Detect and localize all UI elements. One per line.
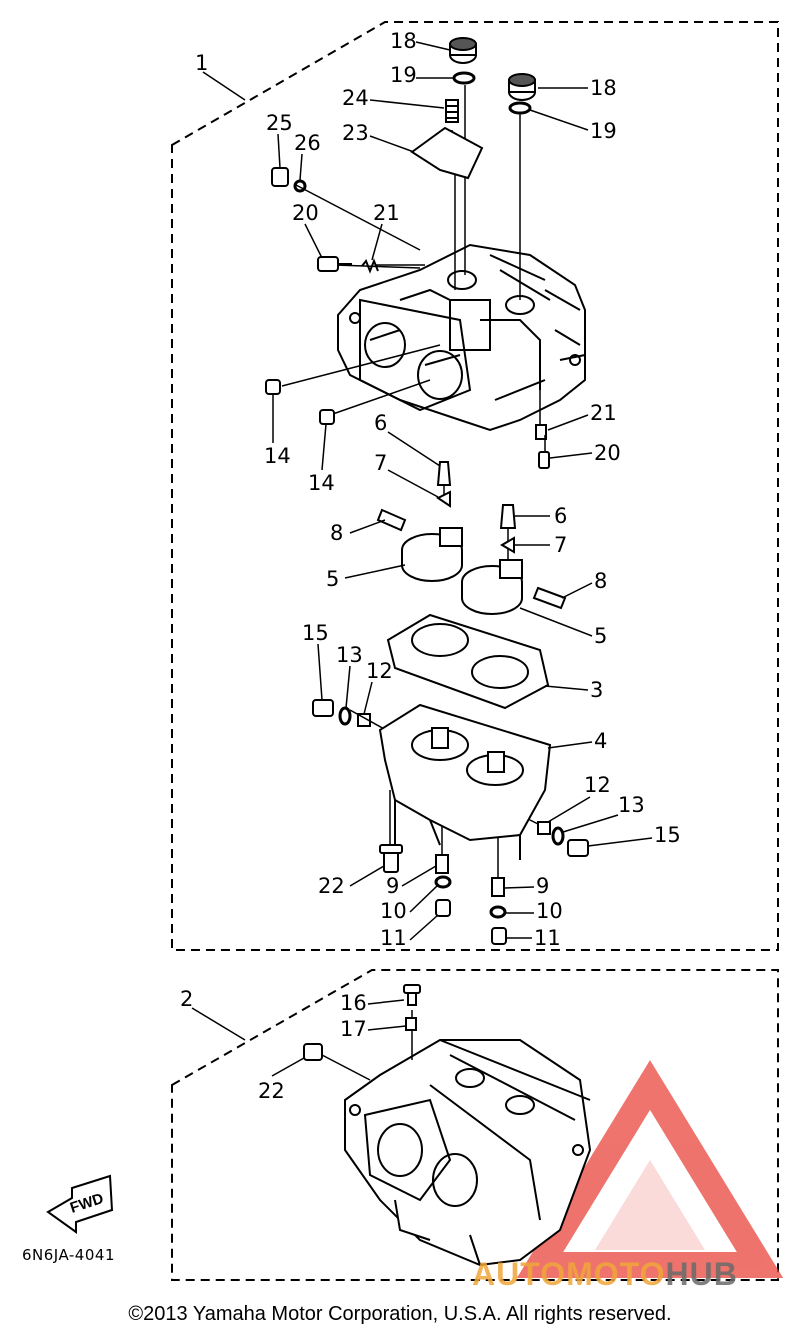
part-3-gasket (386, 613, 550, 710)
callout-13: 13 (336, 643, 363, 667)
part-9-jet (435, 854, 505, 897)
watermark-text: AUTOMOTOHUB (472, 1256, 738, 1292)
part-8-pin-right (532, 586, 567, 610)
callout-12: 12 (584, 773, 611, 797)
callout-18: 18 (590, 76, 617, 100)
callout-10: 10 (380, 899, 407, 923)
part-4-float-chamber (378, 703, 552, 860)
callout-9: 9 (536, 874, 549, 898)
callout-7: 7 (374, 451, 387, 475)
callout-9: 9 (386, 874, 399, 898)
callout-22: 22 (258, 1079, 285, 1103)
watermark-logo (516, 1060, 784, 1278)
callout-3: 3 (590, 678, 603, 702)
part-20-screw-upper (317, 256, 352, 272)
watermark-text-part1: AUTOMOTO (472, 1256, 665, 1292)
callout-5: 5 (594, 624, 607, 648)
callout-21: 21 (590, 401, 617, 425)
callout-25: 25 (266, 111, 293, 135)
callout-19: 19 (390, 63, 417, 87)
part-24-screw (445, 99, 459, 123)
callout-10: 10 (536, 899, 563, 923)
part-13-washer-left (338, 706, 352, 726)
part-15-plug-right (567, 839, 589, 857)
callout-20: 20 (292, 201, 319, 225)
part-22-screw-upper (379, 844, 403, 873)
callout-11: 11 (534, 926, 561, 950)
callout-22: 22 (318, 874, 345, 898)
callout-18: 18 (390, 29, 417, 53)
callout-14: 14 (308, 471, 335, 495)
fwd-direction-icon: FWD (46, 1174, 114, 1234)
callout-6: 6 (554, 504, 567, 528)
copyright-notice: ©2013 Yamaha Motor Corporation, U.S.A. A… (128, 1303, 672, 1325)
callout-4: 4 (594, 729, 607, 753)
part-7-clip-left (436, 490, 451, 508)
part-26-washer (293, 179, 307, 193)
callout-6: 6 (374, 411, 387, 435)
callout-16: 16 (340, 991, 367, 1015)
part-11-plug (435, 899, 507, 945)
part-17-spring (405, 1017, 417, 1031)
carburetor-body-upper (337, 243, 586, 432)
callout-15: 15 (654, 823, 681, 847)
carburetor-assembly-lower (344, 1039, 592, 1267)
callout-24: 24 (342, 86, 369, 110)
callout-12: 12 (366, 659, 393, 683)
callout-26: 26 (294, 131, 321, 155)
part-23-plate (410, 126, 484, 180)
callout-13: 13 (618, 793, 645, 817)
diagram-code: 6N6JA-4041 (22, 1246, 115, 1264)
callout-7: 7 (554, 533, 567, 557)
callout-14: 14 (264, 444, 291, 468)
part-14-plug (265, 379, 335, 425)
part-22-screw-lower (303, 1043, 323, 1061)
part-6-needle-left (436, 461, 452, 486)
callout-8: 8 (330, 521, 343, 545)
part-20-screw-right (538, 451, 550, 469)
part-12-screw-right (537, 821, 551, 835)
part-18-cap (449, 37, 536, 101)
callout-15: 15 (302, 621, 329, 645)
assembly-1-boundary (171, 21, 779, 951)
callout-8: 8 (594, 569, 607, 593)
part-8-pin-left (376, 508, 407, 532)
callout-19: 19 (590, 119, 617, 143)
part-10-washer (434, 875, 507, 919)
part-5-float-right (461, 559, 523, 615)
callout-11: 11 (380, 926, 407, 950)
part-21-spring-upper (361, 258, 379, 274)
part-6-needle-right (499, 504, 517, 529)
callout-labels: 1 18 19 18 19 24 23 25 26 20 21 14 14 21… (180, 29, 681, 1103)
callout-17: 17 (340, 1017, 367, 1041)
callout-1: 1 (195, 51, 208, 75)
callout-23: 23 (342, 121, 369, 145)
callout-21: 21 (373, 201, 400, 225)
callout-20: 20 (594, 441, 621, 465)
callout-5: 5 (326, 567, 339, 591)
watermark-text-part2: HUB (665, 1256, 737, 1292)
part-15-plug-left (312, 699, 334, 717)
part-13-washer-right (551, 826, 565, 846)
part-16-screw (403, 984, 421, 1006)
part-21-spring-right (535, 424, 547, 440)
part-5-float-left (401, 527, 463, 582)
callout-2: 2 (180, 987, 193, 1011)
part-25-screw (271, 167, 289, 187)
